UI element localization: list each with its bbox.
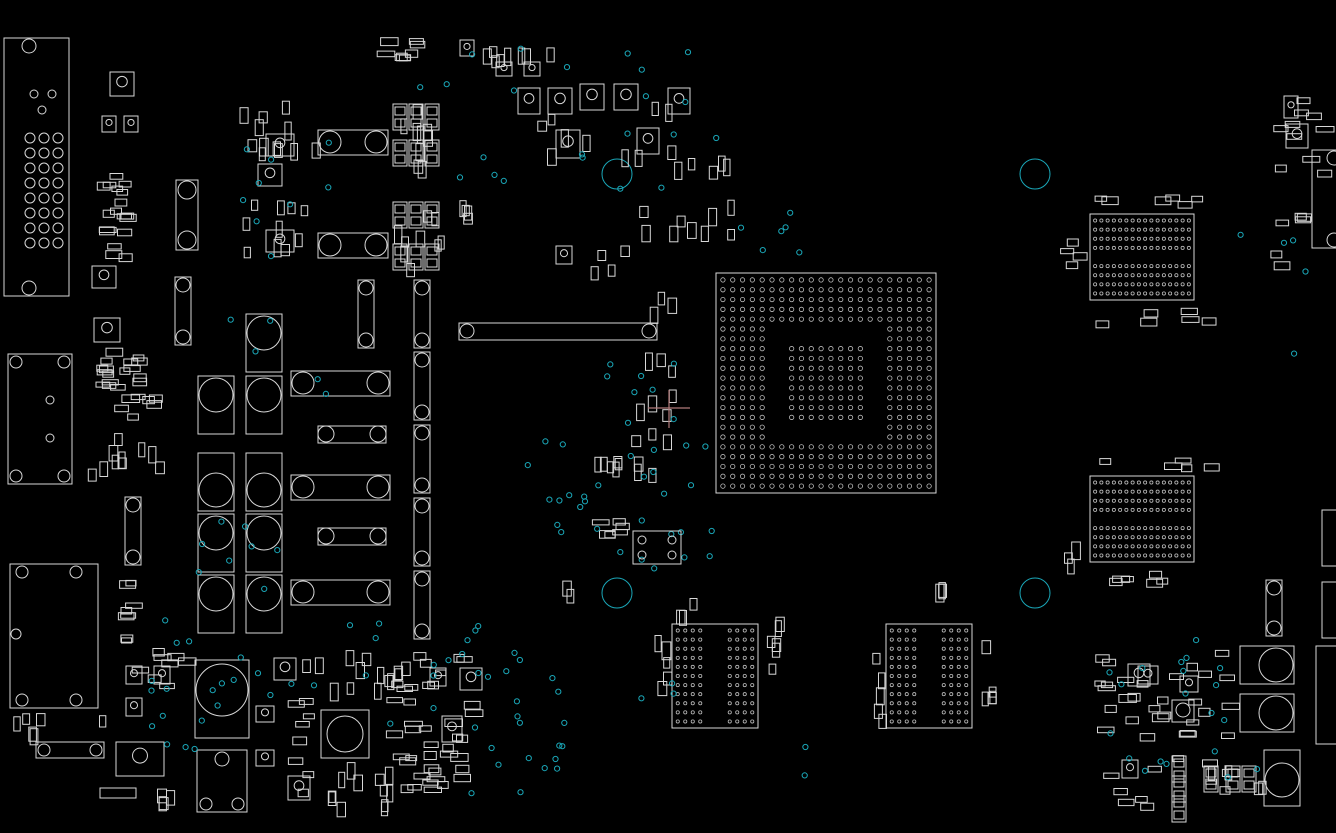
cursor-crosshair (648, 390, 690, 428)
electrolytic-capacitors[interactable] (194, 313, 1301, 813)
memory-chip-upper-right[interactable] (1089, 213, 1195, 301)
crystal-block[interactable] (632, 530, 682, 565)
vertical-capacitors[interactable] (124, 179, 1283, 640)
power-connector[interactable] (9, 563, 99, 709)
hdmi-connector[interactable] (7, 353, 73, 485)
memory-chip-middle-right[interactable] (1089, 475, 1195, 563)
controller-chip[interactable] (320, 699, 1195, 759)
main-bga-chip[interactable] (715, 272, 937, 494)
vga-connector[interactable] (3, 37, 70, 297)
memory-chip-bottom-left[interactable] (671, 623, 759, 729)
power-inductors[interactable] (290, 129, 391, 606)
mounting-holes (601, 158, 1051, 609)
right-edge-connectors[interactable] (1311, 149, 1336, 745)
vias (148, 45, 1309, 797)
memory-chip-bottom-center[interactable] (885, 623, 973, 729)
edge-connector-strip[interactable] (458, 322, 658, 341)
small-components[interactable] (13, 37, 1335, 823)
